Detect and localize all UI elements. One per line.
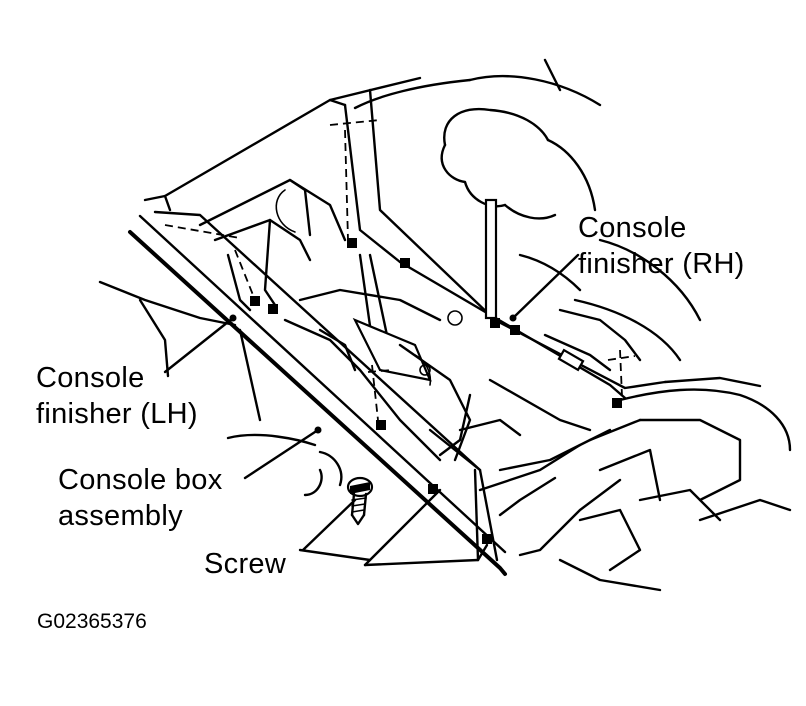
console-right-part bbox=[558, 388, 792, 592]
leader-lines bbox=[163, 253, 580, 567]
figure-code: G02365376 bbox=[37, 610, 147, 633]
console-finisher-lh-line2: finisher (LH) bbox=[36, 398, 198, 430]
hand-with-screwdriver bbox=[353, 58, 702, 362]
console-finisher-rh-label: Console finisher (RH) bbox=[578, 210, 745, 282]
console-box-assembly-label: Console box assembly bbox=[58, 462, 223, 534]
console-finisher-lh-label: Console finisher (LH) bbox=[36, 360, 198, 432]
console-box-assembly-line2: assembly bbox=[58, 500, 183, 532]
console-finisher-rh-line1: Console bbox=[578, 212, 687, 244]
screw-label: Screw bbox=[204, 548, 287, 580]
console-box-assembly-line1: Console box bbox=[58, 464, 223, 496]
console-finisher-lh-line1: Console bbox=[36, 362, 145, 394]
clip-dashed-lines bbox=[164, 119, 636, 421]
clip-markers bbox=[250, 238, 622, 544]
console-body-outline bbox=[98, 76, 762, 576]
shift-lever-assembly bbox=[198, 178, 642, 517]
screw-icon bbox=[346, 476, 374, 526]
lower-hand bbox=[226, 433, 343, 497]
console-finisher-rh-line2: finisher (RH) bbox=[578, 248, 745, 280]
